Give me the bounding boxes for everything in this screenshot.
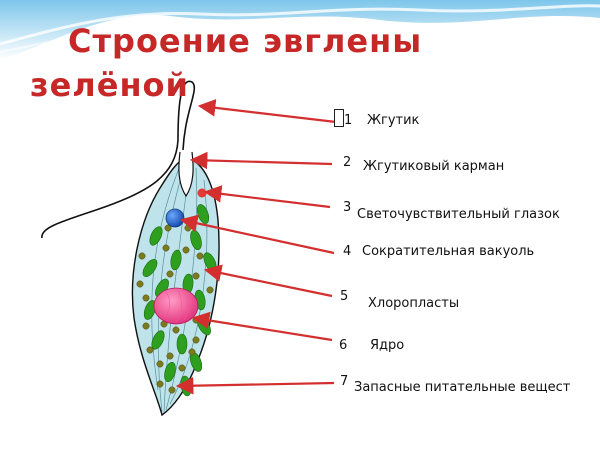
arrow-eyespot bbox=[203, 185, 331, 209]
header-wave bbox=[0, 0, 600, 60]
chloroplast bbox=[164, 361, 176, 383]
nucleus bbox=[153, 287, 199, 325]
label-text-reserve-nutrients: Запасные питательные вещест bbox=[354, 380, 571, 395]
label-number-5: 5 bbox=[340, 289, 349, 304]
reserve-granule bbox=[146, 346, 154, 354]
contractile-vacuole bbox=[165, 208, 185, 228]
chloroplast bbox=[142, 259, 158, 277]
flagellum bbox=[41, 80, 196, 239]
arrow-flagellar-pocket bbox=[189, 151, 333, 170]
arrow-flagellum bbox=[197, 99, 337, 124]
label-text-flagellum: Жгутик bbox=[367, 113, 420, 128]
reserve-granule bbox=[166, 270, 174, 278]
label-text-nucleus: Ядро bbox=[370, 338, 405, 353]
arrow-chloroplast bbox=[203, 264, 333, 298]
arrow-vacuole bbox=[179, 214, 335, 255]
pointer-arrows bbox=[175, 99, 337, 395]
reserve-granule bbox=[182, 246, 190, 254]
chloroplast bbox=[151, 330, 165, 350]
chloroplast bbox=[176, 333, 188, 355]
checkbox-icon bbox=[334, 109, 344, 127]
reserve-granule bbox=[168, 386, 176, 394]
chloroplast bbox=[170, 249, 182, 271]
eyespot bbox=[197, 188, 207, 198]
page-title-line-2: зелёной bbox=[30, 66, 189, 104]
label-text-eyespot: Светочувствительный глазок bbox=[357, 207, 560, 222]
label-text-chloroplasts: Хлоропласты bbox=[368, 296, 460, 311]
reserve-granule bbox=[188, 348, 196, 356]
label-text-flagellar-pocket: Жгутиковый карман bbox=[363, 159, 505, 174]
label-number-3: 3 bbox=[343, 200, 352, 215]
label-number-2: 2 bbox=[343, 155, 352, 170]
reserve-granule bbox=[172, 326, 180, 334]
reserve-granule bbox=[136, 280, 144, 288]
reserve-granule bbox=[162, 244, 170, 252]
label-number-4: 4 bbox=[343, 244, 352, 259]
arrow-nucleus bbox=[191, 311, 333, 342]
page-title-line-1: Строение эвглены bbox=[68, 22, 423, 60]
reserve-granule bbox=[142, 322, 150, 330]
reserve-granule bbox=[178, 364, 186, 372]
chloroplast bbox=[149, 226, 163, 246]
reserve-granule bbox=[206, 286, 214, 294]
reserve-granule bbox=[156, 380, 164, 388]
arrow-reserve bbox=[175, 376, 335, 395]
reserve-granule bbox=[196, 252, 204, 260]
reserve-granule bbox=[166, 352, 174, 360]
reserve-granule bbox=[164, 224, 172, 232]
reserve-granule bbox=[142, 294, 150, 302]
label-number-1: 1 bbox=[344, 113, 353, 128]
reserve-granule bbox=[156, 360, 164, 368]
reserve-granule bbox=[138, 252, 146, 260]
label-number-7: 7 bbox=[340, 374, 349, 389]
reserve-granule bbox=[192, 272, 200, 280]
reserve-granule bbox=[184, 224, 192, 232]
reserve-granule bbox=[192, 336, 200, 344]
label-number-6: 6 bbox=[339, 338, 348, 353]
label-text-vacuole: Сократительная вакуоль bbox=[362, 244, 535, 259]
